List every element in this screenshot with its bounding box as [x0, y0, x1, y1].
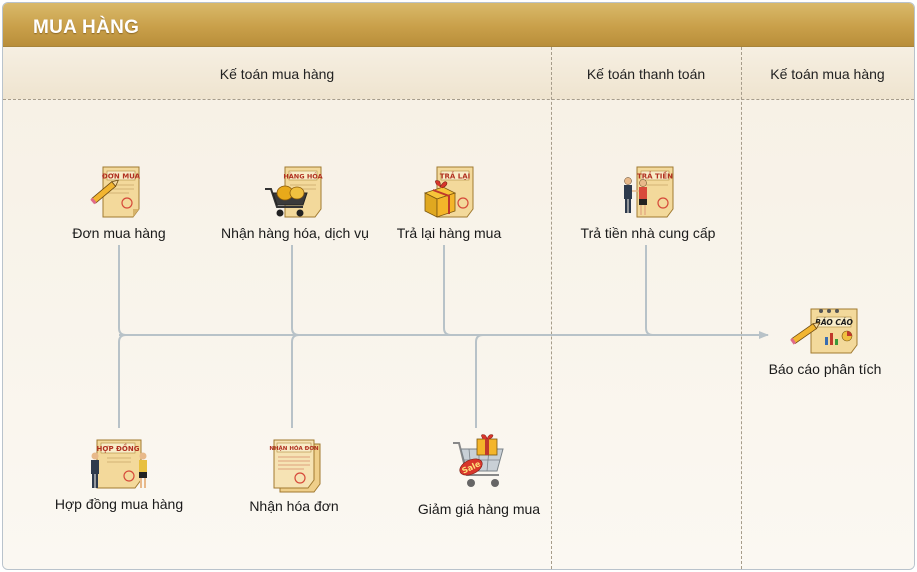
node-tra-lai-hang-mua[interactable]: TRẢ LẠI Trả lại hàng mua: [389, 163, 509, 241]
node-bao-cao-phan-tich[interactable]: BÁO CÁO Báo cáo phân tích: [755, 303, 895, 377]
connector-tra-lai: [443, 245, 452, 336]
purchase-discount-icon: Sale: [453, 434, 504, 487]
node-label: Báo cáo phân tích: [768, 361, 882, 377]
node-label: Hợp đồng mua hàng: [54, 496, 184, 512]
page-title: MUA HÀNG: [33, 17, 140, 38]
purchase-contract-icon: HỢP ĐỒNG: [91, 439, 147, 489]
node-giam-gia-hang-mua[interactable]: Sale Giảm giá hàng mua: [413, 433, 545, 517]
node-nhan-hang-hoa[interactable]: HÀNG HÓA Nhận hàng hóa, dịch vụ: [217, 163, 373, 241]
node-label: Giảm giá hàng mua: [417, 501, 541, 517]
connector-don-mua: [118, 245, 127, 336]
node-nhan-hoa-don[interactable]: NHẬN HÓA ĐƠN Nhận hóa đơn: [239, 436, 349, 514]
svg-text:TRẢ TIỀN: TRẢ TIỀN: [637, 171, 673, 181]
connector-giam-gia: [475, 334, 484, 428]
column-title-ke-toan-mua-hang-2: Kế toán mua hàng: [770, 66, 885, 82]
column-title-ke-toan-mua-hang: Kế toán mua hàng: [219, 66, 335, 82]
goods-receipt-icon: HÀNG HÓA: [265, 166, 323, 218]
title-bar: MUA HÀNG: [3, 3, 914, 47]
svg-text:ĐƠN MUA: ĐƠN MUA: [102, 173, 141, 181]
purchase-return-icon: TRẢ LẠI: [423, 166, 474, 218]
svg-text:HÀNG HÓA: HÀNG HÓA: [283, 172, 322, 181]
svg-text:NHẬN HÓA ĐƠN: NHẬN HÓA ĐƠN: [269, 445, 319, 452]
connector-tra-tien: [645, 245, 654, 336]
connector-hoa-don: [291, 334, 300, 428]
node-don-mua-hang[interactable]: ĐƠN MUA Đơn mua hàng: [59, 163, 179, 241]
svg-text:HỢP ĐỒNG: HỢP ĐỒNG: [97, 443, 140, 453]
node-hop-dong-mua-hang[interactable]: HỢP ĐỒNG Hợp đồng mua hàng: [51, 436, 187, 512]
connector-hang-hoa: [291, 245, 300, 336]
svg-text:BÁO CÁO: BÁO CÁO: [815, 318, 853, 327]
analysis-report-icon: BÁO CÁO: [790, 308, 858, 354]
connector-hop-dong: [118, 334, 127, 428]
purchase-order-icon: ĐƠN MUA: [90, 166, 141, 218]
node-label: Trả tiền nhà cung cấp: [580, 225, 716, 241]
supplier-payment-icon: TRẢ TIỀN: [624, 166, 674, 218]
invoice-receipt-icon: NHẬN HÓA ĐƠN: [269, 439, 321, 493]
svg-text:TRẢ LẠI: TRẢ LẠI: [440, 171, 471, 181]
connector-lines: [118, 245, 769, 428]
column-title-ke-toan-thanh-toan: Kế toán thanh toán: [586, 66, 706, 82]
node-tra-tien-nha-cung-cap[interactable]: TRẢ TIỀN Trả tiền nhà cung cấp: [573, 163, 723, 241]
column-divider: [551, 47, 552, 569]
column-divider: [741, 47, 742, 569]
node-label: Nhận hàng hóa, dịch vụ: [221, 225, 369, 241]
node-label: Đơn mua hàng: [72, 225, 166, 241]
node-label: Trả lại hàng mua: [396, 225, 502, 241]
column-header-band: Kế toán mua hàng Kế toán thanh toán Kế t…: [3, 47, 914, 100]
node-label: Nhận hóa đơn: [249, 498, 339, 514]
